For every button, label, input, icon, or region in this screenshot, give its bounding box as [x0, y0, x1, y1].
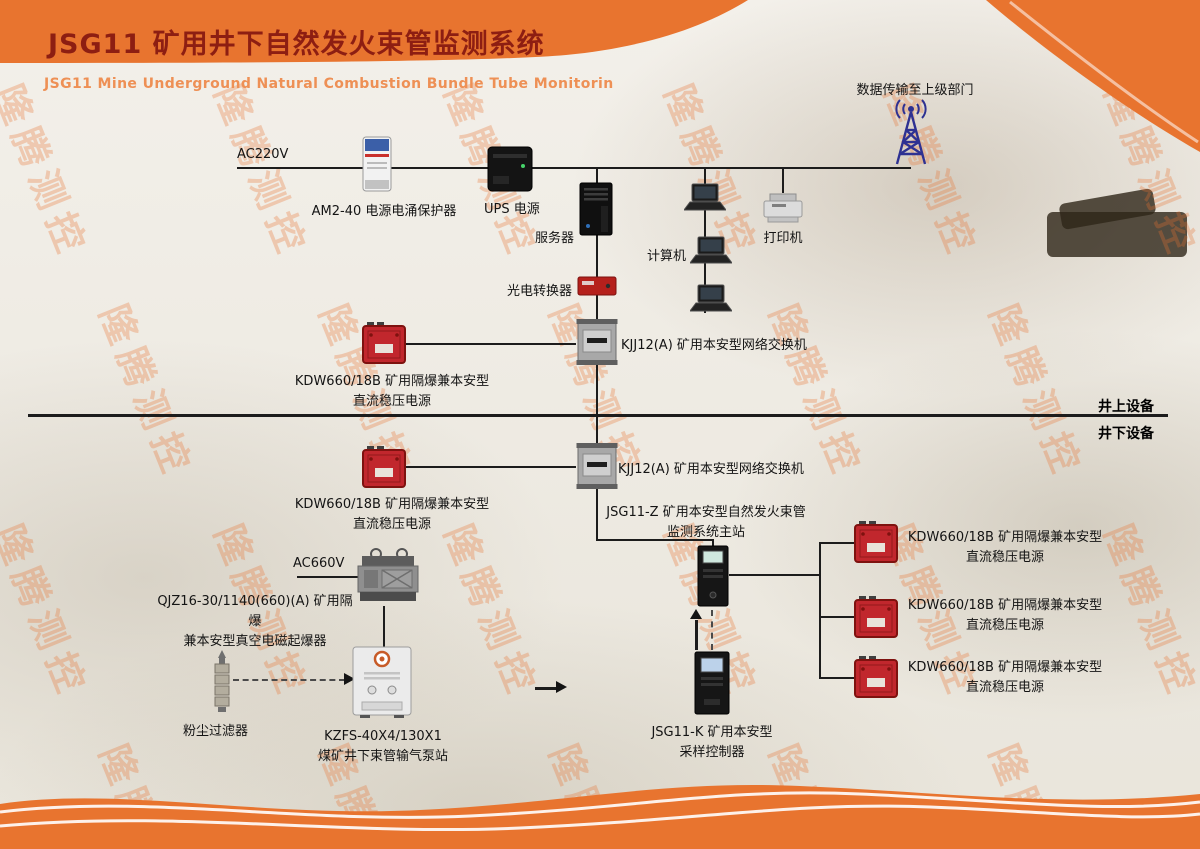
- psu-trunk-line: [819, 542, 821, 679]
- computer-label: 计算机: [647, 249, 687, 264]
- psu-right-3-label: KDW660/18B 矿用隔爆兼本安型 直流稳压电源: [902, 658, 1108, 698]
- psu-device: [362, 446, 406, 488]
- label-text: KDW660/18B 矿用隔爆兼本安型: [294, 497, 490, 512]
- psu-branch-1-line: [819, 542, 855, 544]
- psu-right-1-label: KDW660/18B 矿用隔爆兼本安型 直流稳压电源: [902, 528, 1108, 568]
- psu-device: [854, 596, 898, 638]
- label-text: KDW660/18B 矿用隔爆兼本安型: [907, 598, 1103, 613]
- label-text: 采样控制器: [679, 745, 745, 760]
- sampler-up-arrow-shaft: [695, 620, 698, 650]
- dust-filter-label: 粉尘过滤器: [183, 724, 249, 739]
- network-switch-device: [576, 318, 618, 366]
- station-elbow-horizontal: [596, 539, 714, 541]
- server-device: [579, 182, 613, 236]
- page-subtitle: JSG11 Mine Underground Natural Combustio…: [44, 76, 614, 92]
- pump-station-device: [352, 646, 412, 718]
- main-station-label: JSG11-Z 矿用本安型自然发火束管 监测系统主站: [601, 503, 811, 543]
- pump-station-label: KZFS-40X4/130X1 煤矿井下束管输气泵站: [318, 727, 448, 767]
- psu-surface-link-line: [406, 343, 576, 345]
- psu-right-2-label: KDW660/18B 矿用隔爆兼本安型 直流稳压电源: [902, 596, 1108, 636]
- label-text: KDW660/18B 矿用隔爆兼本安型: [294, 374, 490, 389]
- label-text: 兼本安型真空电磁起爆器: [183, 634, 327, 649]
- label-text: JSG11-K 矿用本安型: [651, 725, 773, 740]
- data-link-label: 数据传输至上级部门: [856, 83, 974, 98]
- psu-branch-2-line: [819, 616, 855, 618]
- station-elbow-vertical: [712, 539, 714, 548]
- main-station-device: [697, 545, 729, 607]
- starter-pump-line: [383, 606, 385, 648]
- zone-surface-label: 井上设备: [1098, 399, 1154, 415]
- laptop-icon: [690, 284, 732, 314]
- top-bus-line: [237, 167, 911, 169]
- laptop-icon: [684, 183, 726, 213]
- antenna-icon: [885, 98, 937, 168]
- psu-device: [362, 322, 406, 364]
- psu-surface-label: KDW660/18B 矿用隔爆兼本安型 直流稳压电源: [292, 372, 492, 412]
- zone-underground-label: 井下设备: [1098, 426, 1154, 442]
- psu-device: [854, 521, 898, 563]
- surface-underground-divider: [28, 414, 1168, 417]
- ac660v-label: AC660V: [293, 556, 345, 571]
- psu-device: [854, 656, 898, 698]
- label-text: 直流稳压电源: [965, 680, 1044, 695]
- sampler-station-dashed-line: [711, 610, 713, 650]
- psu-underground-label: KDW660/18B 矿用隔爆兼本安型 直流稳压电源: [292, 495, 492, 535]
- server-label: 服务器: [535, 231, 575, 246]
- printer-device: [762, 192, 804, 224]
- ups-label: UPS 电源: [484, 202, 540, 217]
- label-text: KDW660/18B 矿用隔爆兼本安型: [907, 660, 1103, 675]
- label-text: 监测系统主站: [666, 525, 745, 540]
- gas-flow-arrowhead-icon: [556, 681, 567, 693]
- psu-underground-link-line: [406, 466, 576, 468]
- label-text: JSG11-Z 矿用本安型自然发火束管: [606, 505, 806, 520]
- label-text: KDW660/18B 矿用隔爆兼本安型: [907, 530, 1103, 545]
- label-text: 煤矿井下束管输气泵站: [318, 749, 449, 764]
- label-text: QJZ16-30/1140(660)(A) 矿用隔爆: [157, 594, 353, 629]
- switch-surface-label: KJJ12(A) 矿用本安型网络交换机: [621, 338, 807, 353]
- optical-converter-device: [577, 276, 617, 296]
- psu-branch-3-line: [819, 677, 855, 679]
- surge-protector-device: [362, 136, 392, 192]
- printer-label: 打印机: [763, 231, 803, 246]
- ups-device: [487, 146, 533, 192]
- vacuum-starter-device: [356, 546, 420, 606]
- sampling-controller-device: [694, 651, 730, 715]
- label-text: 直流稳压电源: [965, 550, 1044, 565]
- page-title: JSG11 矿用井下自然发火束管监测系统: [48, 29, 545, 60]
- sampler-up-arrowhead-icon: [690, 609, 702, 619]
- dust-filter-device: [211, 650, 233, 712]
- gas-flow-arrow-shaft: [535, 687, 557, 690]
- filter-pump-dashed-line: [233, 679, 345, 681]
- printer-drop-line: [782, 167, 784, 193]
- station-to-trunk-line: [729, 574, 821, 576]
- label-text: KZFS-40X4/130X1: [324, 729, 442, 744]
- starter-label: QJZ16-30/1140(660)(A) 矿用隔爆 兼本安型真空电磁起爆器: [155, 592, 355, 652]
- switch-underground-label: KJJ12(A) 矿用本安型网络交换机: [618, 462, 804, 477]
- label-text: 直流稳压电源: [352, 517, 431, 532]
- label-text: 直流稳压电源: [352, 394, 431, 409]
- surge-protector-label: AM2-40 电源电涌保护器: [311, 204, 457, 219]
- optical-converter-label: 光电转换器: [507, 284, 573, 299]
- sampling-controller-label: JSG11-K 矿用本安型 采样控制器: [647, 723, 777, 763]
- ac660-line: [297, 576, 359, 578]
- laptop-icon: [690, 236, 732, 266]
- network-switch-device: [576, 442, 618, 490]
- ac220v-label: AC220V: [237, 147, 289, 162]
- label-text: 直流稳压电源: [965, 618, 1044, 633]
- filter-flow-arrowhead-icon: [344, 673, 355, 685]
